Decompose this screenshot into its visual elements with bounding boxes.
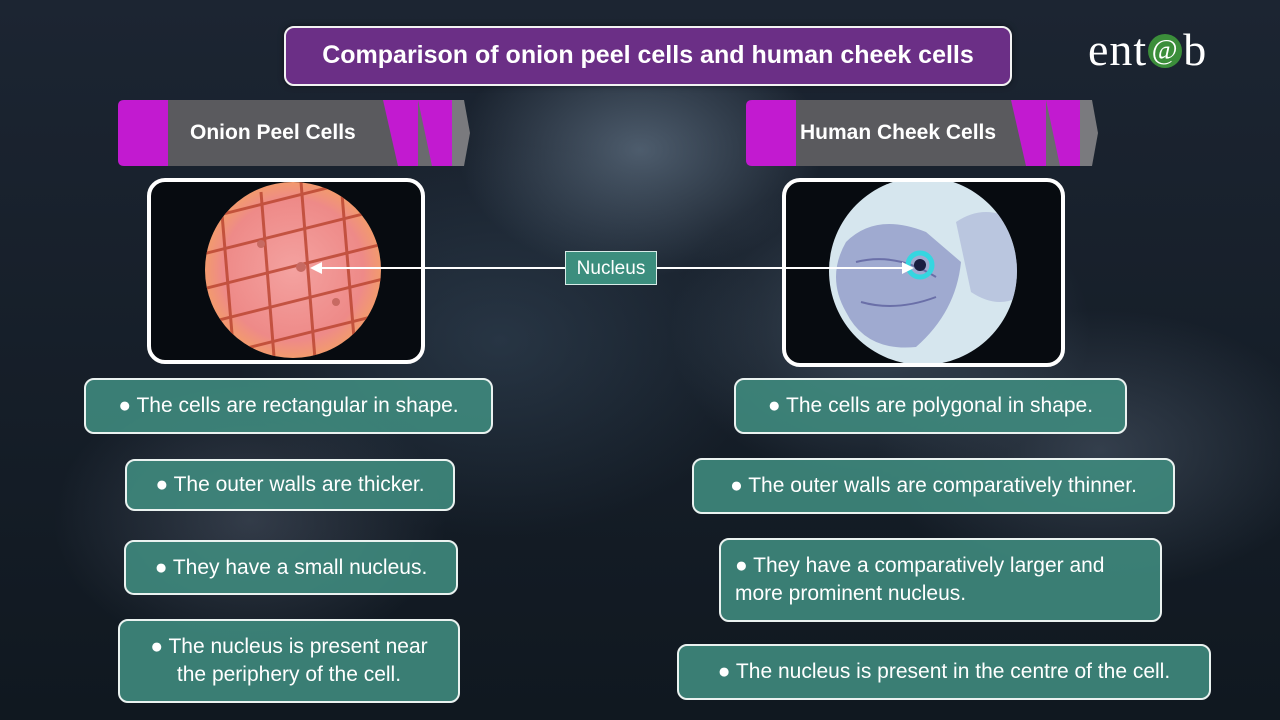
cheek-fact-nucleus-position: ● The nucleus is present in the centre o… bbox=[677, 644, 1211, 700]
onion-fact-nucleus-size: ● They have a small nucleus. bbox=[124, 540, 458, 595]
cheek-fact-nucleus-position-text: ● The nucleus is present in the centre o… bbox=[717, 660, 1171, 683]
onion-fact-nucleus-position-text: ● The nucleus is present near the periph… bbox=[150, 635, 428, 686]
cheek-micrograph-frame bbox=[782, 178, 1065, 367]
cheek-fact-nucleus-size: ● They have a comparatively larger and m… bbox=[719, 538, 1162, 622]
onion-header-label: Onion Peel Cells bbox=[190, 121, 356, 144]
onion-fact-walls: ● The outer walls are thicker. bbox=[125, 459, 455, 511]
nucleus-label: Nucleus bbox=[565, 251, 657, 285]
onion-fact-shape-text: ● The cells are rectangular in shape. bbox=[118, 394, 459, 417]
onion-fact-walls-text: ● The outer walls are thicker. bbox=[155, 473, 425, 496]
cheek-micrograph bbox=[829, 182, 1017, 363]
cheek-fact-nucleus-size-text: ● They have a comparatively larger and m… bbox=[735, 554, 1105, 605]
onion-header-band: Onion Peel Cells bbox=[118, 100, 470, 166]
cheek-fact-shape-text: ● The cells are polygonal in shape. bbox=[767, 394, 1094, 417]
onion-fact-nucleus-size-text: ● They have a small nucleus. bbox=[154, 555, 428, 579]
entab-logo: ent@b bbox=[1088, 20, 1258, 80]
cheek-fact-walls: ● The outer walls are comparatively thin… bbox=[692, 458, 1175, 514]
onion-fact-shape: ● The cells are rectangular in shape. bbox=[84, 378, 493, 434]
onion-fact-nucleus-position: ● The nucleus is present near the periph… bbox=[118, 619, 460, 703]
cheek-header-band: Human Cheek Cells bbox=[746, 100, 1098, 166]
slide-title: Comparison of onion peel cells and human… bbox=[284, 26, 1012, 86]
cheek-fact-walls-text: ● The outer walls are comparatively thin… bbox=[730, 474, 1137, 497]
logo-at-symbol: @ bbox=[1148, 34, 1183, 69]
onion-micrograph bbox=[205, 182, 381, 358]
onion-header-shape bbox=[118, 100, 470, 166]
cheek-fact-shape: ● The cells are polygonal in shape. bbox=[734, 378, 1127, 434]
cheek-header-label: Human Cheek Cells bbox=[800, 121, 997, 144]
cheek-header-shape bbox=[746, 100, 1098, 166]
logo-text-start: ent bbox=[1088, 24, 1148, 75]
onion-micrograph-frame bbox=[147, 178, 425, 364]
logo-text-end: b bbox=[1183, 24, 1208, 75]
